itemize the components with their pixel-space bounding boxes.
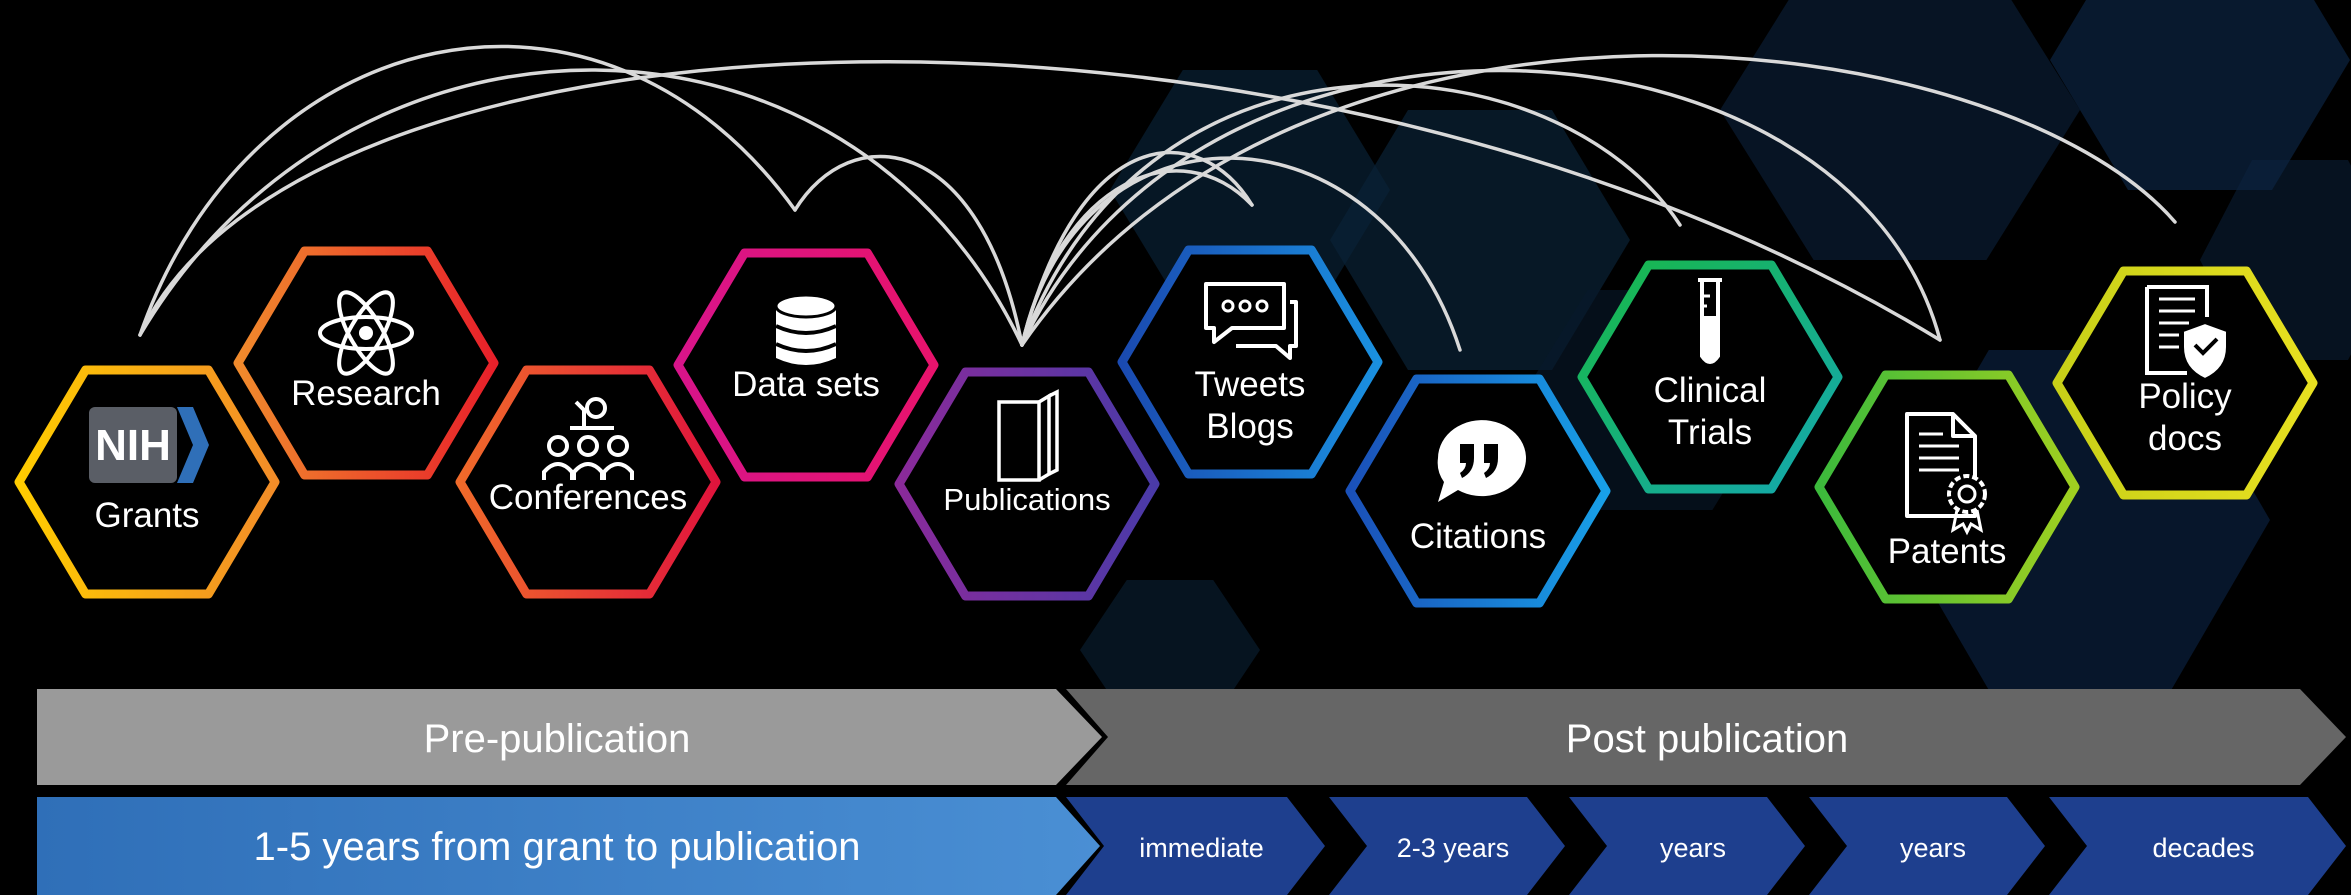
- hexagon-frame: [2052, 266, 2318, 500]
- timeline-chevron: [1809, 797, 2045, 895]
- timeline-bar: 1-5 years from grant to publication imme…: [37, 797, 2346, 895]
- node-datasets: Data sets: [673, 248, 939, 482]
- hexagon-frame: [455, 365, 721, 599]
- pre-publication-label: Pre-publication: [424, 717, 691, 761]
- node-label: Publications: [943, 482, 1110, 517]
- background-hexagon: [1080, 580, 1260, 720]
- connection-arc: [138, 68, 1024, 347]
- timeline-label: immediate: [1139, 833, 1264, 863]
- phase-bar: Pre-publication Post publication: [37, 689, 2346, 785]
- pre-timeline-chevron: [37, 797, 1100, 895]
- nih-logo: NIH: [89, 407, 209, 483]
- shield-document-icon: [2145, 285, 2228, 381]
- timeline-chevron: [1569, 797, 1805, 895]
- audience-icon: [542, 397, 634, 480]
- node-label: Research: [291, 374, 441, 413]
- node-label: Grants: [94, 496, 199, 535]
- books-icon: [997, 389, 1059, 482]
- node-label: Policy: [2138, 377, 2232, 416]
- timeline-chevron: [1066, 797, 1325, 895]
- node-research: Research: [233, 246, 499, 480]
- connection-arc: [138, 59, 1942, 342]
- node-label: docs: [2148, 419, 2222, 458]
- connection-arc: [138, 44, 797, 337]
- pre-timeline-label: 1-5 years from grant to publication: [254, 825, 861, 869]
- atom-icon: [318, 290, 414, 376]
- nih-logo-text: NIH: [95, 421, 171, 470]
- node-label: Clinical: [1654, 371, 1767, 410]
- background-hexagon: [1330, 110, 1630, 370]
- quote-bubble-icon: [1437, 420, 1526, 502]
- node-conferences: Conferences: [455, 365, 721, 599]
- node-publications: Publications: [894, 367, 1160, 601]
- background-hexagon: [2050, 0, 2350, 190]
- database-icon: [774, 293, 838, 365]
- timeline-label: years: [1900, 833, 1966, 863]
- post-publication-chevron: [1066, 689, 2346, 785]
- node-label: Trials: [1668, 413, 1752, 452]
- connection-arc: [793, 154, 1024, 347]
- connection-arc: [1020, 53, 2177, 347]
- timeline-label: 2-3 years: [1397, 833, 1510, 863]
- timeline-chevron: [1329, 797, 1565, 895]
- node-label: Citations: [1410, 517, 1546, 556]
- node-label: Blogs: [1206, 407, 1294, 446]
- timeline-label: years: [1660, 833, 1726, 863]
- test-tube-icon: [1698, 278, 1722, 364]
- node-label: Tweets: [1195, 365, 1306, 404]
- pre-publication-chevron: [37, 689, 1102, 785]
- node-label: Patents: [1888, 532, 2007, 571]
- background-hexagon: [1720, 0, 2080, 260]
- background-hexagon: [1110, 70, 1390, 310]
- timeline-label: decades: [2152, 833, 2254, 863]
- node-label: Conferences: [489, 478, 687, 517]
- node-label: Data sets: [732, 365, 880, 404]
- hexagon-frame: [894, 367, 1160, 601]
- connection-arcs: [138, 44, 2177, 352]
- hexagon-frame: [1577, 260, 1843, 494]
- post-publication-label: Post publication: [1566, 717, 1848, 761]
- node-citations: Citations: [1345, 374, 1611, 608]
- connection-arc: [1020, 68, 1942, 347]
- node-patents: Patents: [1814, 370, 2080, 604]
- node-grants: NIH Grants: [14, 365, 280, 599]
- hexagon-frame: [1814, 370, 2080, 604]
- timeline-chevron: [2049, 797, 2346, 895]
- hexagon-frame: [1117, 245, 1383, 479]
- certificate-document-icon: [1905, 412, 1987, 536]
- chat-bubbles-icon: [1204, 282, 1298, 360]
- connection-arc: [1020, 150, 1254, 347]
